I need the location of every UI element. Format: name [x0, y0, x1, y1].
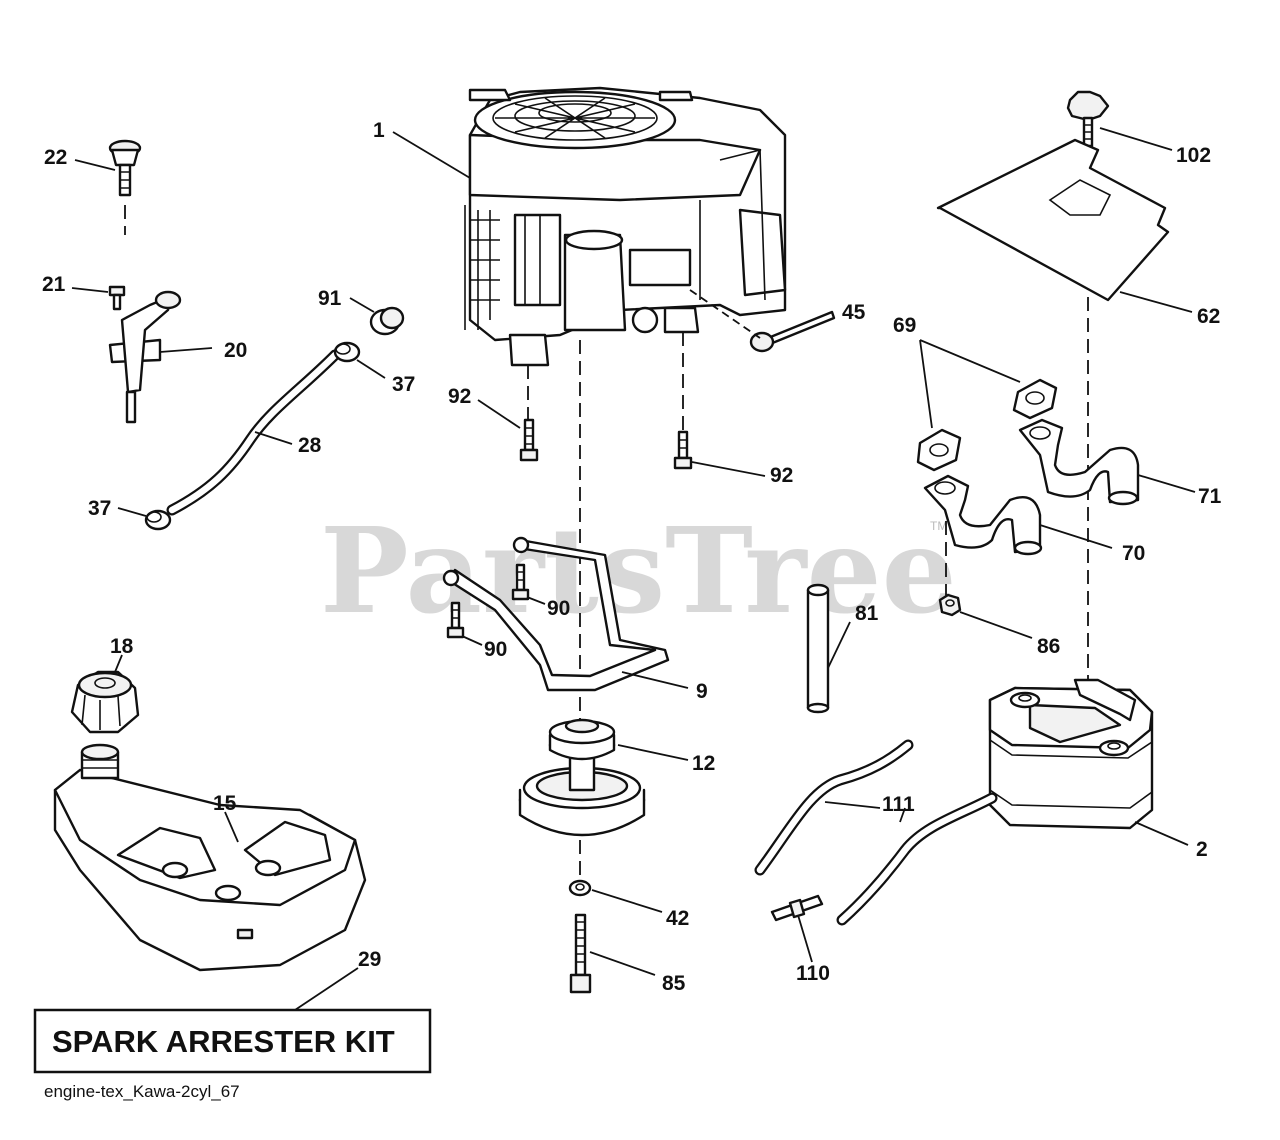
hose-clamp-37-top[interactable] [333, 341, 361, 363]
callout-18: 18 [110, 635, 134, 658]
muffler-2[interactable] [988, 678, 1154, 830]
spark-arrester-kit-label: SPARK ARRESTER KIT [52, 1024, 395, 1059]
callout-85: 85 [662, 972, 686, 995]
callout-20: 20 [224, 339, 247, 362]
bolt-92-left[interactable] [519, 418, 539, 462]
exhaust-pipe-71[interactable] [1018, 418, 1140, 506]
callout-111: 111 [882, 793, 915, 816]
diagram-caption: engine-tex_Kawa-2cyl_67 [44, 1082, 240, 1101]
leader-90b [461, 635, 483, 646]
engine[interactable] [464, 86, 787, 367]
leader-90a [526, 596, 546, 605]
callout-21: 21 [42, 273, 66, 296]
leader-15 [224, 811, 239, 843]
leader-102 [1099, 127, 1173, 151]
leader-71 [1137, 474, 1196, 493]
tube-81[interactable] [806, 583, 830, 714]
callout-92a: 92 [448, 385, 471, 408]
leader-92b [691, 461, 766, 477]
callout-110: 110 [796, 962, 830, 985]
callout-69: 69 [893, 314, 916, 337]
callout-9: 9 [696, 680, 708, 703]
callout-86: 86 [1037, 635, 1060, 658]
leader-37b [117, 507, 147, 517]
leader-45-dash [689, 289, 761, 339]
callout-28: 28 [298, 434, 322, 457]
bolt-85[interactable] [569, 913, 592, 994]
leader-1 [392, 131, 471, 179]
leader-37a [356, 359, 386, 379]
nut-86[interactable] [938, 593, 962, 617]
exhaust-pipe-70[interactable] [923, 474, 1043, 556]
leader-85 [589, 951, 656, 976]
screw-21[interactable] [108, 285, 126, 311]
bushing-91[interactable] [369, 306, 405, 336]
gasket-69-b[interactable] [916, 428, 962, 472]
leader-12 [617, 744, 689, 761]
callout-81: 81 [855, 602, 879, 625]
leader-91 [349, 297, 375, 313]
callout-37b: 37 [88, 497, 111, 520]
callout-15: 15 [213, 792, 237, 815]
leader-111 [824, 801, 906, 823]
callout-92b: 92 [770, 464, 793, 487]
leader-2 [1134, 821, 1189, 846]
spark-arrester-kit-box[interactable] [33, 1008, 432, 1074]
screw-90-bottom[interactable] [446, 601, 465, 639]
leader-62 [1119, 291, 1193, 313]
dipstick-102[interactable] [1066, 90, 1110, 148]
leader-28 [254, 431, 293, 445]
leader-42 [591, 889, 663, 913]
callout-37a: 37 [392, 373, 415, 396]
callout-70: 70 [1122, 542, 1145, 565]
callout-90a: 90 [547, 597, 570, 620]
callout-90b: 90 [484, 638, 507, 661]
callout-29: 29 [358, 948, 381, 971]
heat-shield-62[interactable] [936, 138, 1170, 302]
bracket-9[interactable] [442, 536, 670, 692]
callout-12: 12 [692, 752, 715, 775]
leader-92a [477, 399, 521, 429]
hose-111-left[interactable] [754, 739, 914, 876]
leader-18 [114, 654, 123, 673]
leader-20 [159, 347, 213, 353]
leader-70 [1039, 524, 1113, 549]
watermark: PartsTree [320, 501, 957, 640]
callout-91: 91 [318, 287, 342, 310]
callout-71: 71 [1198, 485, 1222, 508]
leader-22 [74, 159, 116, 171]
throttle-control[interactable] [108, 290, 182, 424]
washer-42[interactable] [568, 879, 592, 897]
bolt-92-right[interactable] [673, 430, 693, 470]
callout-62: 62 [1197, 305, 1220, 328]
leader-29 [294, 967, 359, 1011]
leader-69 [919, 339, 1021, 429]
callout-42: 42 [666, 907, 689, 930]
callout-1: 1 [373, 119, 385, 142]
choke-knob[interactable] [108, 139, 142, 197]
fuel-tank-15[interactable] [53, 743, 367, 972]
bolt-45[interactable] [749, 310, 836, 353]
leader-110 [797, 914, 813, 963]
callout-102: 102 [1176, 144, 1211, 167]
connector-110[interactable] [770, 894, 824, 922]
leader-21 [71, 287, 109, 293]
watermark-tm: TM [930, 519, 947, 533]
leader-86 [959, 611, 1033, 639]
callout-2: 2 [1196, 838, 1208, 861]
leader-81 [827, 621, 851, 669]
hose-111-right[interactable] [836, 792, 998, 926]
fuel-hose-28[interactable] [166, 349, 341, 516]
pulley-12[interactable] [518, 718, 646, 837]
fuel-cap-18[interactable] [70, 670, 140, 734]
hose-clamp-37-bottom[interactable] [144, 509, 172, 531]
callout-45: 45 [842, 301, 866, 324]
gasket-69-a[interactable] [1012, 378, 1058, 420]
leader-9 [621, 671, 689, 689]
callout-22: 22 [44, 146, 67, 169]
screw-90-top[interactable] [511, 563, 530, 601]
